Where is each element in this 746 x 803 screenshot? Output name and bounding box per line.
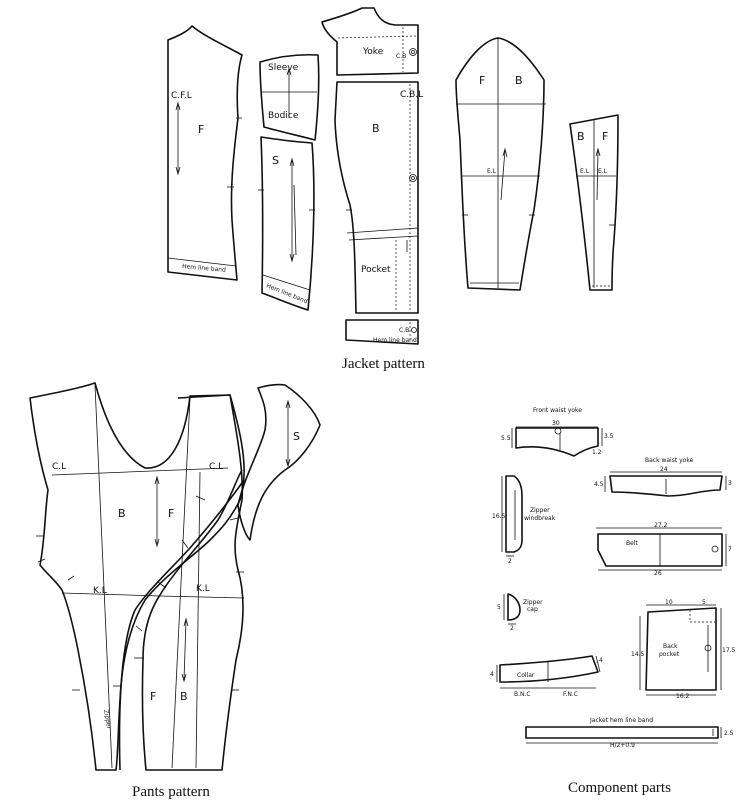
bp-bottom-dim: 16.2	[676, 693, 690, 700]
belt-top-dim: 27.2	[654, 522, 668, 529]
jacket-front-panel: C.F.L F Hem line band	[167, 25, 243, 281]
jacket-hem-band-title: Jacket hem line band	[589, 717, 653, 724]
jacket-sleeve-label: Sleeve	[268, 63, 299, 73]
pants-cl-right-label: C.L	[209, 462, 223, 472]
jacket-lower-f-label: F	[602, 130, 608, 143]
back-waist-yoke: Back waist yoke 24 4.5 3	[594, 457, 732, 497]
pants-f-label: F	[168, 507, 174, 520]
jacket-hem-band: C.B Hem line band	[345, 319, 419, 345]
pants-front-leg: C.L F K.L F B	[134, 394, 245, 771]
pants-kl-left-label: K.L	[93, 586, 107, 596]
collar-fnc-dim: F.N.C	[563, 691, 578, 698]
back-pocket-title-1: Back	[663, 643, 678, 650]
fwy-left-dim: 5.5	[501, 435, 511, 442]
bp-top-left-dim: 10	[665, 599, 673, 606]
belt-label: Belt	[626, 540, 638, 547]
pants-b2-label: B	[180, 690, 188, 703]
jacket-sleeve-b-label: B	[515, 74, 523, 87]
jacket-pocket-label: Pocket	[361, 265, 391, 275]
jacket-cbl-label: C.B.L	[400, 90, 423, 100]
jacket-lower-sleeve: B F E.L E.L	[569, 114, 619, 291]
jacket-side-panel: S Hem line band	[258, 136, 315, 311]
zipper-windbreak-title-2: windbreak	[524, 515, 556, 522]
pants-pattern: C.L B K.L Zipper C.L F K.L F B	[29, 382, 321, 800]
jhb-right-dim: 2.5	[724, 730, 734, 737]
jacket-hem-cb-label: C.B	[399, 327, 409, 334]
zc-width-dim: 2	[510, 625, 514, 632]
jacket-bodice-label: Bodice	[268, 111, 299, 121]
pants-zipper-label: Zipper	[102, 709, 112, 730]
jacket-lower-el-left: E.L	[580, 168, 590, 175]
belt-bottom-dim: 26	[654, 570, 662, 577]
pants-cl-left-label: C.L	[52, 462, 66, 472]
jacket-yoke: Yoke C.B	[321, 7, 419, 76]
collar-right-dim: 4	[599, 657, 603, 664]
back-waist-yoke-title: Back waist yoke	[645, 457, 694, 464]
jacket-sleeve: F B E.L	[455, 37, 546, 291]
bp-top-right-dim: 5	[702, 599, 706, 606]
jacket-hem-line-band: Jacket hem line band 2.5 H/2+0.9	[525, 717, 734, 749]
jacket-front-f-label: F	[198, 123, 204, 136]
collar-left-dim: 4	[490, 671, 494, 678]
jacket-pattern-caption: Jacket pattern	[342, 356, 425, 372]
back-pocket-title-2: pocket	[659, 651, 680, 658]
jacket-lower-b-label: B	[577, 130, 585, 143]
collar: 4 4 Collar B.N.C F.N.C	[490, 655, 603, 698]
jacket-hem-band-label: Hem line band	[373, 337, 417, 344]
pants-s-label: S	[293, 430, 300, 443]
jacket-side-s-label: S	[272, 154, 279, 167]
zipper-windbreak-title-1: Zipper	[530, 507, 550, 514]
zc-height-dim: 5	[497, 604, 501, 611]
belt-right-dim: 7	[728, 546, 732, 553]
jhb-bottom-dim: H/2+0.9	[610, 742, 635, 749]
bwy-left-dim: 4.5	[594, 481, 604, 488]
collar-label: Collar	[517, 672, 535, 679]
component-parts: Front waist yoke 30 5.5 3.5 1.2 Back wai…	[490, 407, 736, 796]
pants-b-label: B	[118, 507, 126, 520]
bp-left-dim: 14.5	[631, 651, 645, 658]
zipper-windbreak: 16.5 2 Zipper windbreak	[492, 475, 556, 565]
fwy-right-dim: 3.5	[604, 433, 614, 440]
zw-width-dim: 2	[508, 558, 512, 565]
pants-back-leg: C.L B K.L Zipper	[29, 382, 245, 771]
pants-inner-curve	[118, 479, 245, 771]
jacket-cfl-label: C.F.L	[171, 91, 192, 101]
pants-f2-label: F	[150, 690, 156, 703]
jacket-yoke-cb-label: C.B	[396, 53, 406, 60]
jacket-back-b-label: B	[372, 122, 380, 135]
jacket-pattern: C.F.L F Hem line band Sleeve Bodice S He…	[167, 7, 619, 372]
zipper-cap-title-1: Zipper	[523, 599, 543, 606]
jacket-back-panel: C.B.L B Pocket	[334, 81, 423, 314]
jacket-yoke-label: Yoke	[362, 47, 384, 57]
bwy-top-dim: 24	[660, 466, 668, 473]
jacket-lower-el-right: E.L	[598, 168, 608, 175]
bp-right-dim: 17.5	[722, 647, 736, 654]
belt: 27.2 7 Belt 26	[596, 522, 732, 577]
bwy-right-dim: 3	[728, 480, 732, 487]
zipper-cap-title-2: cap	[527, 606, 538, 613]
jacket-front-hem-label: Hem line band	[182, 263, 226, 274]
jacket-sleeve-f-label: F	[479, 74, 485, 87]
front-waist-yoke-title: Front waist yoke	[533, 407, 582, 414]
pants-side-piece: S	[237, 383, 321, 541]
pants-pattern-caption: Pants pattern	[132, 784, 210, 800]
jacket-sleeve-el-label: E.L	[487, 168, 497, 175]
fwy-small-dim: 1.2	[592, 449, 602, 456]
zw-height-dim: 16.5	[492, 513, 506, 520]
component-parts-caption: Component parts	[568, 780, 671, 796]
fwy-top-dim: 30	[552, 420, 560, 427]
jacket-sleeve-bodice-piece: Sleeve Bodice	[259, 53, 320, 141]
collar-bnc-dim: B.N.C	[514, 691, 531, 698]
zipper-cap: 5 2 Zipper cap	[497, 593, 543, 632]
front-waist-yoke: Front waist yoke 30 5.5 3.5 1.2	[501, 407, 614, 457]
back-pocket: 10 5 14.5 17.5 Back pocket 16.2	[631, 599, 736, 700]
pants-kl-right-label: K.L	[196, 584, 210, 594]
